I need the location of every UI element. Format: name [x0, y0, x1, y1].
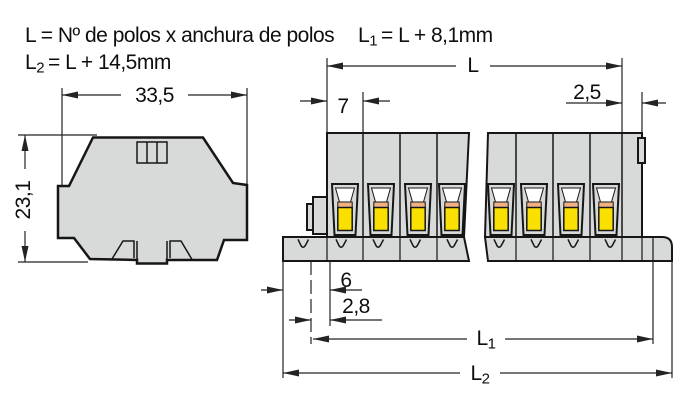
dimension-33-5: 33,5: [61, 84, 248, 185]
rail-foot-tab: [136, 241, 168, 259]
formula-l2: L2= L + 14,5mm: [25, 51, 171, 77]
dim-label-2-8: 2,8: [342, 295, 370, 318]
end-plate-clip: [637, 137, 646, 164]
dim-label-L: L: [467, 54, 478, 77]
dimension-7: 7: [300, 92, 390, 132]
foot-group-2: [483, 236, 673, 262]
rail-foot-jaw-right: [169, 240, 193, 260]
dimension-L2: L2: [283, 362, 672, 388]
dimension-2-8: 2,8: [289, 295, 382, 324]
dimension-6: 6: [261, 269, 362, 294]
dim-label-7: 7: [337, 95, 348, 118]
pole-clamp-unit: [367, 183, 395, 236]
front-view: L 7 2,5 6: [261, 54, 673, 388]
pole-clamp-unit: [520, 183, 548, 236]
dim-label-L2: L2: [470, 362, 489, 388]
dimension-2-5: 2,5: [566, 81, 666, 132]
formula-length: L = Nº de polos x anchura de polos: [25, 24, 334, 47]
dim-label-2-5: 2,5: [573, 81, 601, 104]
marker-slot: [136, 141, 168, 164]
side-tab: [312, 196, 328, 235]
pole-clamp-unit: [487, 183, 515, 236]
side-profile-outline: [56, 136, 249, 265]
rail-foot-jaw-left: [111, 240, 135, 260]
formula-block: L = Nº de polos x anchura de polos L1= L…: [25, 24, 493, 77]
dimension-L1: L1: [313, 327, 653, 353]
foot-group-1: [282, 236, 471, 262]
dim-label-23-1: 23,1: [12, 181, 35, 220]
dimension-L: L: [326, 54, 623, 132]
pole-clamp-unit: [557, 183, 585, 236]
foot-dividers: [326, 238, 654, 260]
side-view: 33,5 23,1: [12, 84, 249, 265]
formula-l1: L1= L + 8,1mm: [358, 24, 493, 50]
dim-label-6: 6: [340, 269, 351, 292]
pole-clamp-unit: [438, 183, 466, 236]
pole-clamp-unit: [592, 183, 620, 236]
dim-label-L1: L1: [476, 327, 495, 353]
dimension-23-1: 23,1: [12, 134, 97, 263]
pole-clamp-unit: [404, 183, 432, 236]
pole-clamp-unit: [331, 183, 359, 236]
pole-separators: [362, 134, 623, 236]
dim-label-33-5: 33,5: [135, 84, 174, 107]
